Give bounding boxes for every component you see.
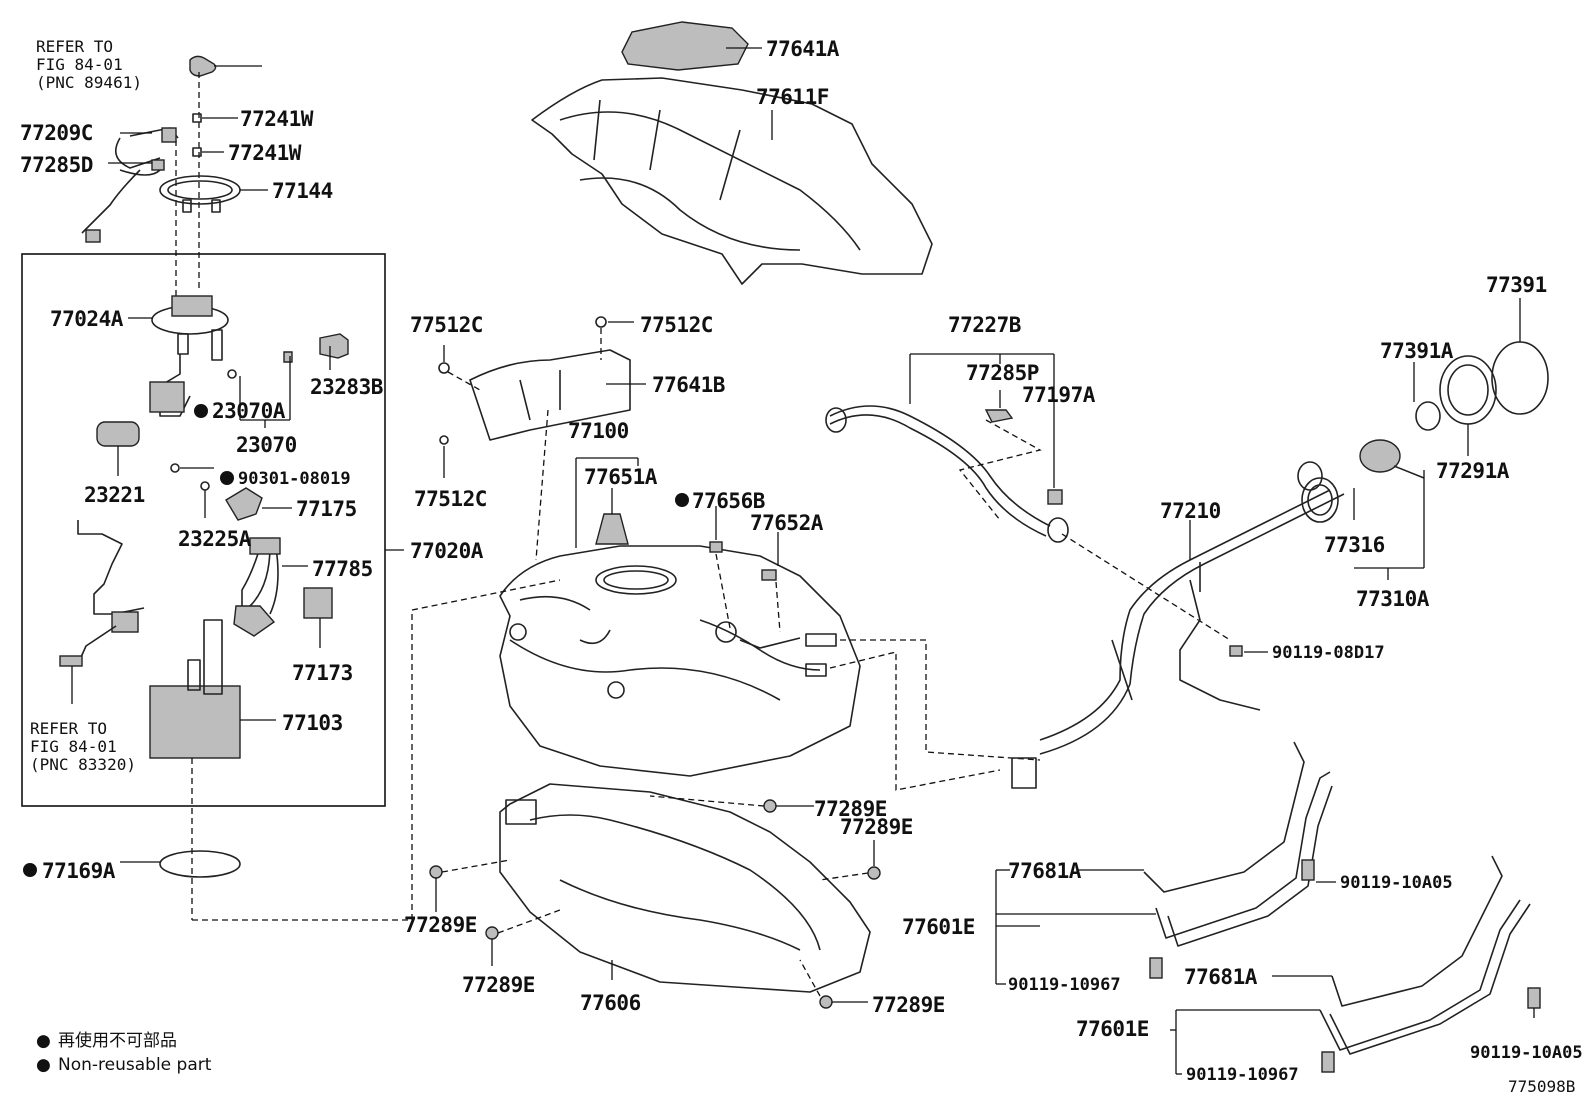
tank-small-parts <box>438 316 777 581</box>
straps-77601E-drawing <box>1143 741 1541 1073</box>
non-reusable-marker <box>23 863 37 877</box>
label-23225A: 23225A <box>178 527 252 551</box>
label-77020A: 77020A <box>410 539 484 563</box>
label-77611F: 77611F <box>756 85 829 109</box>
label-77681A-lower: 77681A <box>1184 965 1258 989</box>
legend: ● 再使用不可部品 ● Non-reusable part <box>36 1030 212 1075</box>
label-77024A: 77024A <box>50 307 124 331</box>
label-77289E-2: 77289E <box>840 815 913 839</box>
label-77289E-4: 77289E <box>462 973 535 997</box>
label-77173: 77173 <box>292 661 353 685</box>
svg-text:REFER TO: REFER TO <box>30 719 107 738</box>
label-77512C-left: 77512C <box>410 313 483 337</box>
gasket-77169A-drawing <box>159 850 241 878</box>
label-77641B: 77641B <box>652 373 725 397</box>
label-77601E-upper: 77601E <box>902 915 975 939</box>
leader-lines-77606 <box>435 795 875 1003</box>
label-77606: 77606 <box>580 991 641 1015</box>
label-77641A: 77641A <box>766 37 840 61</box>
label-90119-10967-upper: 90119-10967 <box>1008 975 1121 995</box>
label-77285D: 77285D <box>20 153 93 177</box>
label-90119-08D17: 90119-08D17 <box>1272 643 1385 663</box>
leader-lines-77227B <box>909 353 1231 641</box>
label-77289E-5: 77289E <box>872 993 945 1017</box>
leader-lines-straps <box>995 869 1535 1075</box>
non-reusable-marker <box>675 493 689 507</box>
reference-note-bottom: REFER TO FIG 84-01 (PNC 83320) <box>30 719 136 774</box>
label-77289E-3: 77289E <box>404 913 477 937</box>
label-77391A: 77391A <box>1380 339 1454 363</box>
label-90301-08019: 90301-08019 <box>238 469 351 489</box>
label-77169A: 77169A <box>42 859 116 883</box>
label-77285P: 77285P <box>966 361 1039 385</box>
label-77210: 77210 <box>1160 499 1221 523</box>
label-77512C-right: 77512C <box>640 313 713 337</box>
label-77144: 77144 <box>272 179 333 203</box>
label-90119-10A05-lower: 90119-10A05 <box>1470 1043 1583 1063</box>
legend-marker: ● <box>36 1031 51 1051</box>
label-77310A: 77310A <box>1356 587 1430 611</box>
label-77289E-1: 77289E <box>814 797 887 821</box>
sensor-assembly-drawing <box>81 55 241 300</box>
label-77241W-upper: 77241W <box>240 107 314 131</box>
legend-japanese: 再使用不可部品 <box>58 1030 177 1051</box>
label-90119-10967-lower: 90119-10967 <box>1186 1065 1299 1085</box>
non-reusable-marker <box>194 404 208 418</box>
label-23221: 23221 <box>84 483 145 507</box>
part-labels: 77641A 77611F 77241W 77241W 77209C 77285… <box>20 37 1583 1085</box>
protector-77611F-drawing <box>531 21 933 285</box>
svg-text:FIG 84-01: FIG 84-01 <box>30 737 117 756</box>
svg-text:(PNC 89461): (PNC 89461) <box>36 73 142 92</box>
label-77175: 77175 <box>296 497 357 521</box>
hose-77227B-drawing <box>825 405 1069 543</box>
label-77785: 77785 <box>312 557 373 581</box>
leader-lines-box <box>71 317 404 920</box>
label-77100: 77100 <box>568 419 629 443</box>
leader-lines-center <box>192 321 1041 921</box>
label-77241W-lower: 77241W <box>228 141 302 165</box>
legend-marker: ● <box>36 1055 51 1075</box>
non-reusable-marker <box>220 471 234 485</box>
protector-77641B-drawing <box>469 349 631 441</box>
label-77512C-lower: 77512C <box>414 487 487 511</box>
label-77209C: 77209C <box>20 121 93 145</box>
reference-note-top: REFER TO FIG 84-01 (PNC 89461) <box>36 37 142 92</box>
fuel-tank-77100-drawing <box>499 545 861 777</box>
label-23070A: 23070A <box>212 399 286 423</box>
label-77197A: 77197A <box>1022 383 1096 407</box>
label-23283B: 23283B <box>310 375 383 399</box>
filler-pipe-77210-drawing <box>1011 477 1345 789</box>
label-77681A-upper: 77681A <box>1008 859 1082 883</box>
label-77391: 77391 <box>1486 273 1547 297</box>
leader-lines-top-left <box>108 65 268 191</box>
filler-cap-parts <box>1297 341 1549 491</box>
svg-text:FIG 84-01: FIG 84-01 <box>36 55 123 74</box>
leader-lines-right <box>1189 298 1521 657</box>
svg-text:REFER TO: REFER TO <box>36 37 113 56</box>
label-77103: 77103 <box>282 711 343 735</box>
leader-lines-top-center <box>726 47 773 140</box>
label-77656B: 77656B <box>692 489 765 513</box>
label-77227B: 77227B <box>948 313 1021 337</box>
label-77652A: 77652A <box>750 511 824 535</box>
label-77291A: 77291A <box>1436 459 1510 483</box>
label-23070: 23070 <box>236 433 297 457</box>
assembly-77020A-box <box>21 253 386 807</box>
svg-text:(PNC 83320): (PNC 83320) <box>30 755 136 774</box>
legend-english: Non-reusable part <box>58 1055 212 1075</box>
pump-assembly-drawings <box>59 295 349 759</box>
label-90119-10A05-upper: 90119-10A05 <box>1340 873 1453 893</box>
tank-protector-77606-drawing <box>499 783 871 993</box>
label-77601E-lower: 77601E <box>1076 1017 1149 1041</box>
label-77316: 77316 <box>1324 533 1385 557</box>
label-77651A: 77651A <box>584 465 658 489</box>
diagram-id: 775098B <box>1508 1077 1575 1096</box>
